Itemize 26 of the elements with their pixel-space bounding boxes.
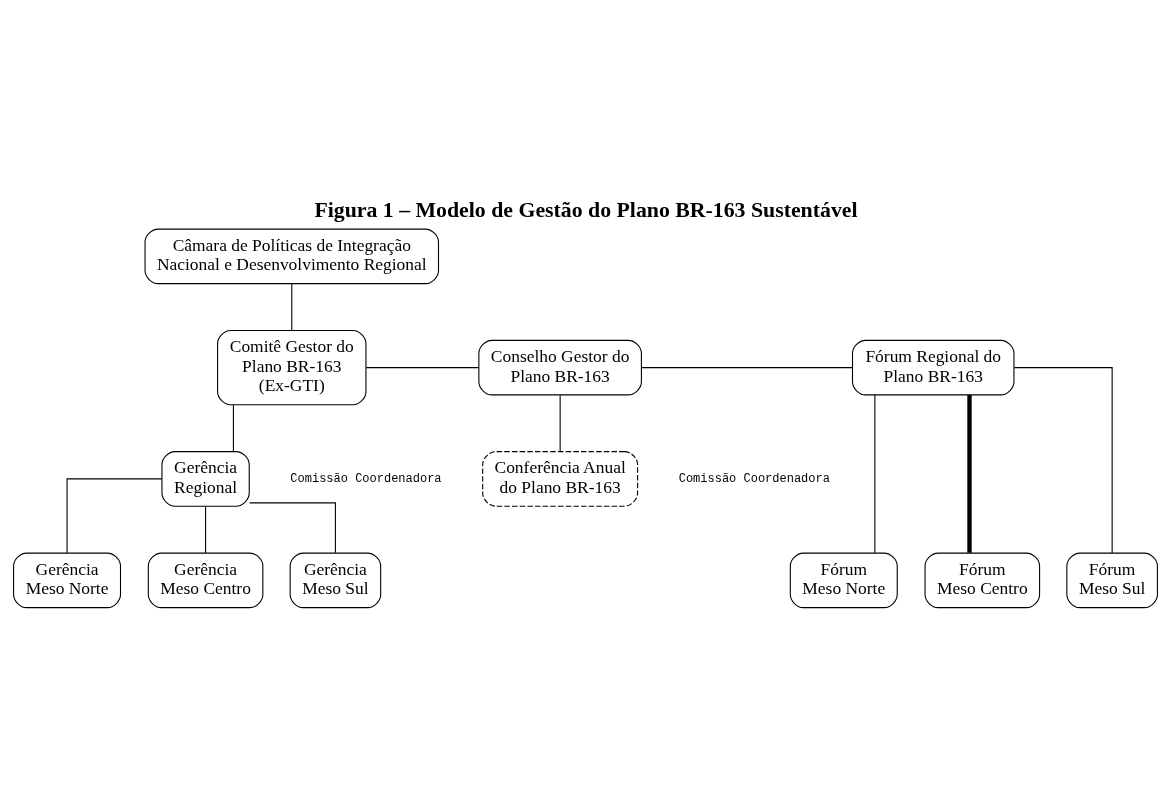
connector: [1013, 366, 1113, 554]
connector: [365, 366, 480, 368]
node-box: Gerência Meso Norte: [13, 552, 122, 608]
connector: [291, 282, 293, 331]
node-box: Fórum Regional do Plano BR-163: [851, 339, 1015, 395]
label: Comissão Coordenadora: [290, 471, 442, 486]
connector: [559, 394, 561, 452]
node-box: Gerência Regional: [161, 450, 250, 507]
connector: [232, 403, 234, 452]
node-box: Gerência Meso Centro: [147, 552, 264, 608]
connector: [205, 505, 207, 554]
connector: [874, 393, 876, 553]
connector: [641, 366, 853, 368]
connector: [249, 501, 336, 553]
node-box: Câmara de Políticas de Integração Nacional e Desenvolvimento Regional: [144, 228, 440, 284]
node-box: Fórum Meso Sul: [1066, 552, 1158, 608]
node-box: Conferência Anual do Plano BR-163: [482, 450, 639, 507]
connector: [66, 477, 163, 553]
node-box: Conselho Gestor do Plano BR-163: [478, 339, 642, 395]
node-box: Fórum Meso Centro: [924, 552, 1041, 608]
label: Comissão Coordenadora: [678, 471, 830, 486]
diagram-title: Figura 1 – Modelo de Gestão do Plano BR-163 Sustentável: [314, 197, 858, 222]
node-box: Gerência Meso Sul: [289, 552, 382, 608]
node-box: Fórum Meso Norte: [789, 552, 898, 608]
connector: [967, 394, 972, 553]
node-box: Comitê Gestor do Plano BR-163 (Ex-GTI): [217, 329, 367, 405]
